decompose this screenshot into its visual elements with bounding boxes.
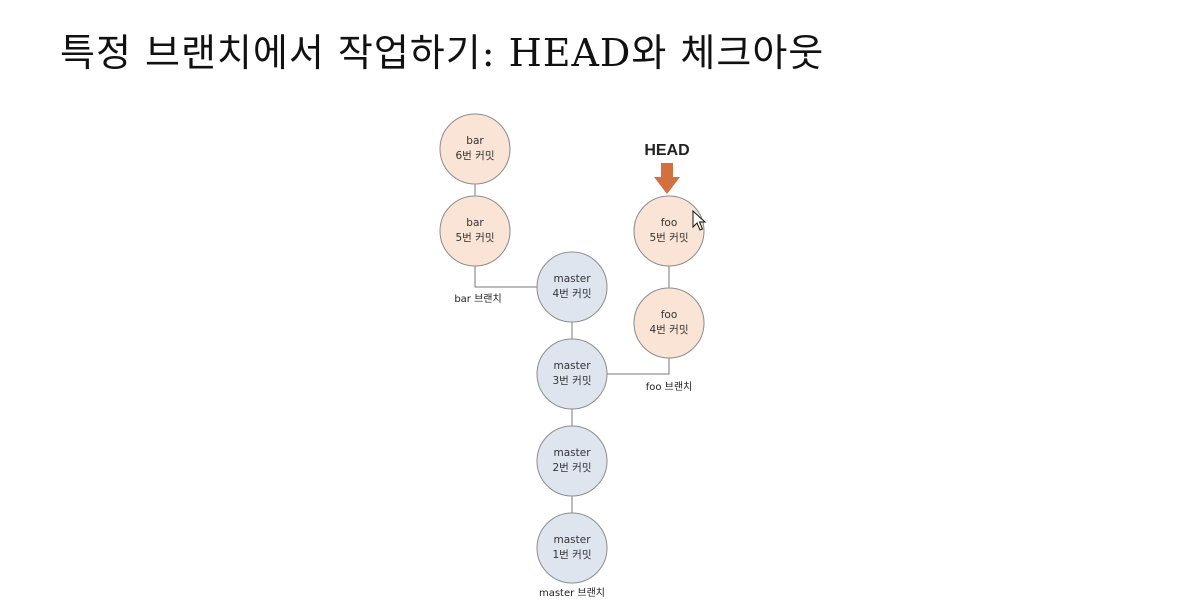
commit-bar-5: bar 5번 커밋 — [439, 195, 511, 267]
commit-label: 4번 커밋 — [650, 324, 689, 336]
commit-branch-name: bar — [466, 217, 484, 229]
branch-label-foo: foo 브랜치 — [646, 381, 693, 393]
head-label: HEAD — [644, 142, 689, 159]
commit-branch-name: foo — [661, 217, 678, 229]
commit-branch-name: master — [553, 273, 591, 285]
commit-label: 1번 커밋 — [553, 549, 592, 561]
mouse-cursor-icon — [692, 209, 707, 231]
commit-master-4: master 4번 커밋 — [536, 251, 608, 323]
commit-label: 4번 커밋 — [553, 288, 592, 300]
commit-label: 2번 커밋 — [553, 462, 592, 474]
commit-label: 5번 커밋 — [456, 232, 495, 244]
commit-label: 3번 커밋 — [553, 375, 592, 387]
commit-master-2: master 2번 커밋 — [536, 425, 608, 497]
commit-branch-name: master — [553, 447, 591, 459]
commit-label: 6번 커밋 — [456, 150, 495, 162]
slide-title: 특정 브랜치에서 작업하기: HEAD와 체크아웃 — [60, 31, 825, 75]
commit-branch-name: master — [553, 360, 591, 372]
commit-master-1: master 1번 커밋 — [536, 512, 608, 584]
head-arrow-icon — [654, 163, 680, 194]
edge-master3-foo4 — [606, 358, 670, 375]
commit-branch-name: foo — [661, 309, 678, 321]
commit-branch-name: bar — [466, 135, 484, 147]
edge-bar5-master4 — [474, 265, 539, 288]
commit-master-3: master 3번 커밋 — [536, 338, 608, 410]
branch-label-bar: bar 브랜치 — [454, 293, 501, 305]
commit-branch-name: master — [553, 534, 591, 546]
branch-label-master: master 브랜치 — [539, 587, 605, 599]
commit-foo-5: foo 5번 커밋 — [633, 195, 705, 267]
commit-bar-6: bar 6번 커밋 — [439, 113, 511, 185]
commit-foo-4: foo 4번 커밋 — [633, 287, 705, 359]
commit-label: 5번 커밋 — [650, 232, 689, 244]
